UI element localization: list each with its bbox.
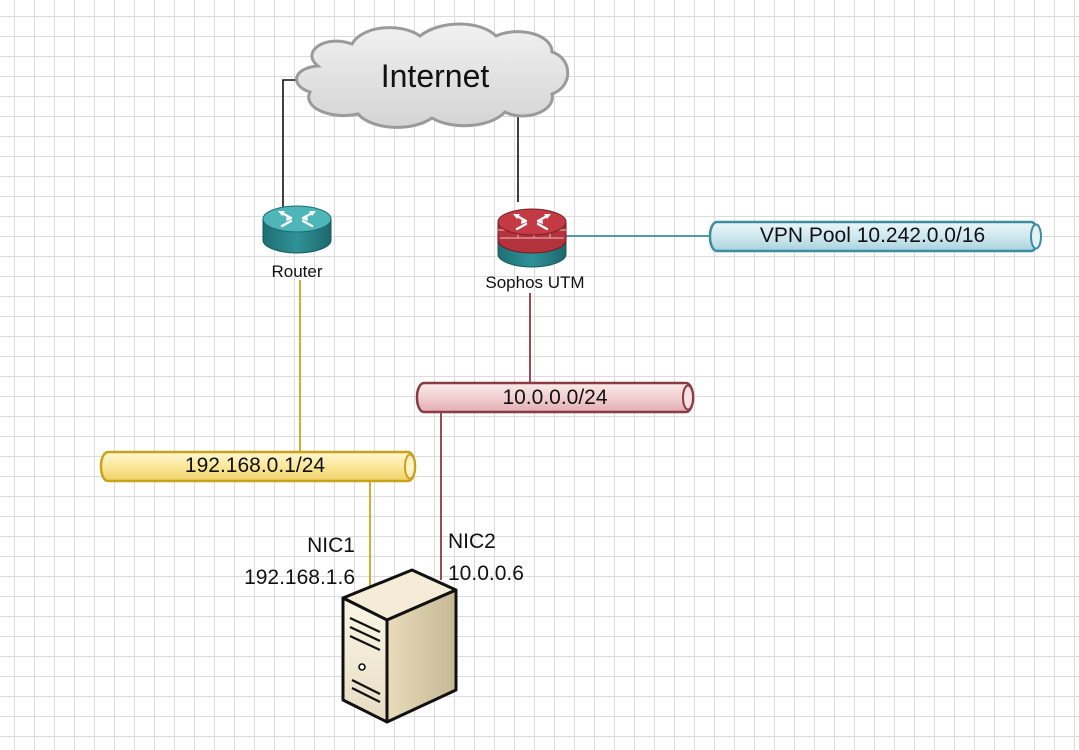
ten-network-label: 10.0.0.0/24 (502, 386, 608, 409)
nic1-annotation: NIC1 192.168.1.6 (215, 530, 355, 594)
nic2-annotation: NIC2 10.0.0.6 (448, 526, 588, 590)
router-internet-link (282, 79, 305, 207)
router-icon (262, 205, 332, 254)
firewall-router-icon (497, 208, 567, 268)
nic2-ip: 10.0.0.6 (448, 562, 524, 585)
nic2-name: NIC2 (448, 530, 496, 553)
connection-lines (282, 79, 710, 590)
vpn-pool-pipe (708, 220, 1042, 253)
vpn-pool-label: VPN Pool 10.242.0.0/16 (759, 224, 986, 247)
lan192-network-pipe (99, 450, 417, 483)
nic1-ip: 192.168.1.6 (244, 566, 355, 589)
lan192-network-label: 192.168.0.1/24 (184, 454, 326, 477)
nic1-name: NIC1 (307, 534, 355, 557)
sophos-utm-label: Sophos UTM (485, 273, 585, 292)
internet-cloud-icon (295, 22, 570, 129)
ten-network-pipe (415, 381, 695, 414)
server-tower-icon (341, 568, 458, 724)
router-label: Router (271, 262, 323, 281)
internet-label: Internet (380, 58, 490, 94)
